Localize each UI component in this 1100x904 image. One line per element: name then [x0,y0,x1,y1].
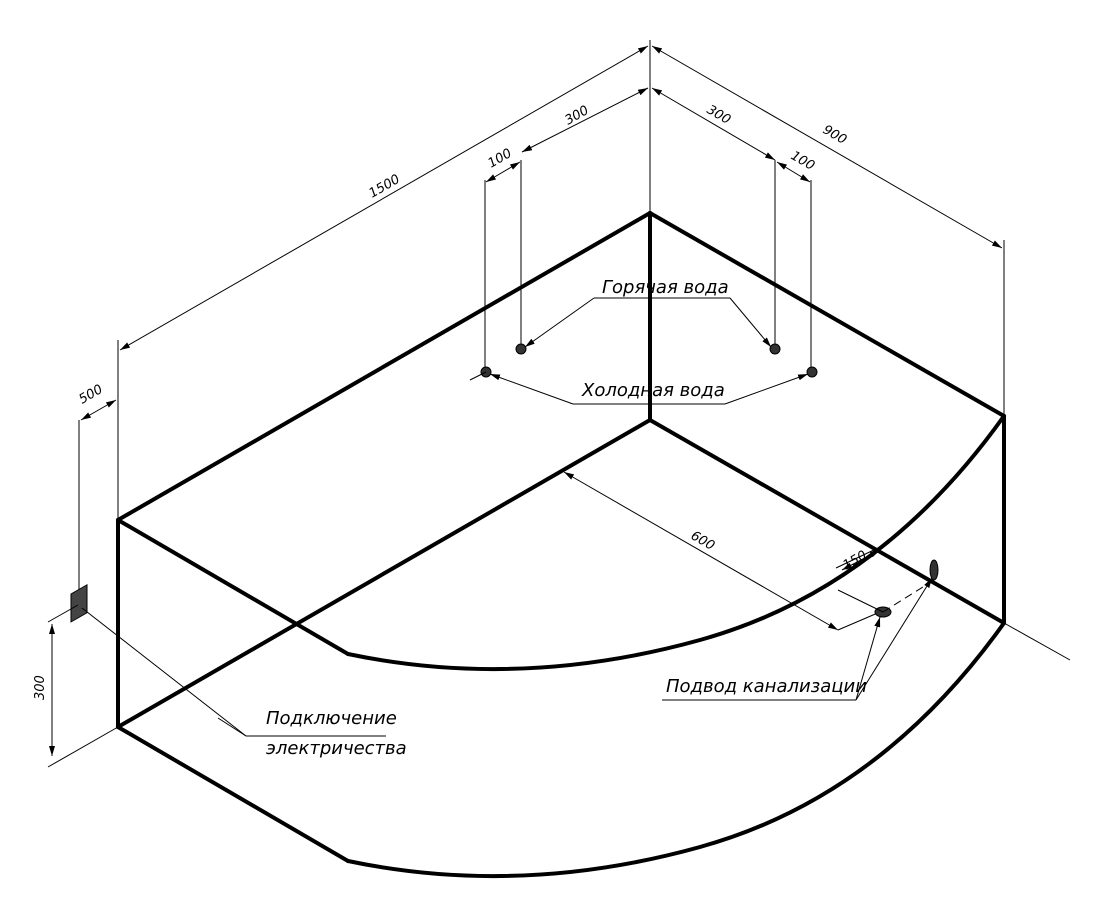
hot-water-pipe-right [769,343,781,355]
dimension-100-right: 100 [774,148,817,368]
dimension-300-right: 300 [651,87,776,161]
cold-water-label: Холодная вода [581,380,725,401]
electric-label-line2: электричества [266,738,407,759]
water-pipes [480,343,818,378]
deck-front-curve [346,414,1006,672]
hot-water-leader: Горячая вода [524,277,772,348]
hot-water-label: Горячая вода [602,277,729,298]
apron-bottom-left-straight [116,725,350,863]
dim-500-label: 500 [77,382,106,407]
dim-900-label: 900 [820,122,849,147]
dim-300-right-label: 300 [704,102,733,127]
electrical-connection: 500 300 Подключение электричества [33,382,407,759]
dim-150-label: 150 [841,548,870,573]
apron-bottom-curve [346,621,1006,879]
dimension-600: 600 [563,471,881,631]
hot-water-pipe-left [515,343,527,355]
floor-back-left-edge [116,418,652,729]
cold-water-leader: Холодная вода [469,371,809,405]
dimension-900: 900 [651,45,1005,416]
electric-label-line1: Подключение [266,708,397,729]
dim-300-height-label: 300 [33,675,48,700]
dimension-300-left: 300 [521,87,649,153]
dimension-100-left: 100 [484,146,522,368]
cold-water-pipe-right [806,366,818,378]
deck-left-straight [116,518,350,656]
dim-100-right-label: 100 [788,148,817,173]
floor-extension-lines [47,622,1071,768]
overflow-outlet [929,559,939,581]
drain-assembly: 150 Подвод канализации [662,547,939,701]
dim-300-left-label: 300 [563,103,592,128]
floor-back-right-edge [648,418,1006,625]
electric-socket [70,583,88,623]
dim-1500-label: 1500 [367,172,403,202]
drain-label: Подвод канализации [666,676,867,697]
dim-600-label: 600 [688,528,717,553]
rim-back-left-edge [116,211,652,522]
bathtub-outline [116,211,1006,879]
